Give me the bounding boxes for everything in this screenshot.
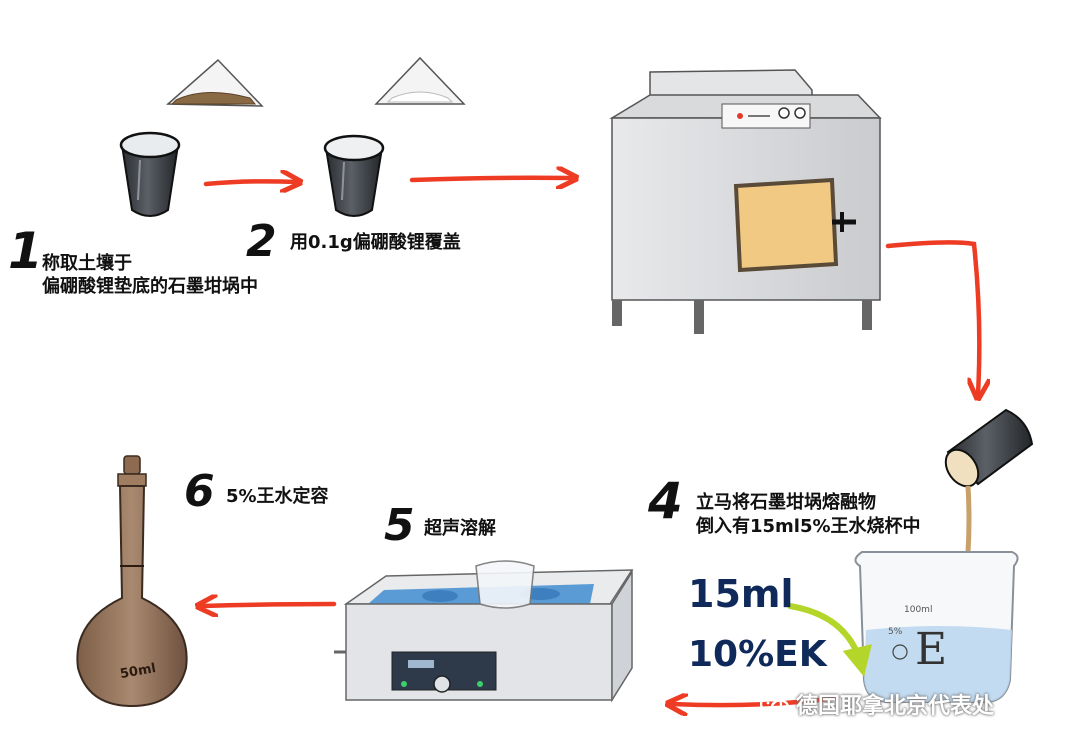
step-number-2: 2	[246, 216, 277, 267]
step-number-6: 6	[184, 466, 215, 517]
step-4-caption-line1: 立马将石墨坩埚熔融物	[696, 492, 876, 513]
ultrasonic-bath	[334, 560, 634, 703]
acid-note: 10%EK	[688, 634, 827, 675]
step-5-caption: 超声溶解	[424, 518, 496, 539]
weighing-paper-with-soil	[166, 58, 264, 107]
svg-text:E: E	[915, 624, 947, 675]
flow-arrows	[202, 178, 979, 705]
step-6-caption: 5%王水定容	[226, 486, 329, 507]
svg-text:100ml: 100ml	[904, 605, 932, 615]
volume-note: 15ml	[688, 572, 794, 616]
step-1-caption-line2: 偏硼酸锂垫底的石墨坩埚中	[42, 276, 258, 297]
watermark: 德国耶拿北京代表处	[760, 688, 994, 720]
graphite-crucible-2	[323, 134, 385, 217]
pouring-crucible	[944, 408, 1034, 553]
step-1-caption-line1: 称取土壤于	[42, 253, 132, 274]
step-number-5: 5	[384, 500, 415, 551]
weighing-paper-with-borate	[374, 56, 466, 105]
svg-text:5%: 5%	[888, 627, 903, 637]
graphite-crucible-1	[119, 131, 181, 217]
step-number-1: 1	[8, 222, 43, 280]
step-2-caption: 用0.1g偏硼酸锂覆盖	[290, 232, 461, 253]
wechat-icon	[760, 694, 790, 715]
muffle-furnace	[609, 69, 882, 334]
step-4-caption-line2: 倒入有15ml5%王水烧杯中	[696, 516, 921, 537]
watermark-text: 德国耶拿北京代表处	[796, 694, 995, 719]
beaker-with-aqua-regia: 100ml 5% E	[854, 551, 1019, 703]
step-number-4: 4	[648, 472, 683, 530]
transfer-arrow	[787, 603, 872, 677]
volumetric-flask	[76, 455, 188, 708]
